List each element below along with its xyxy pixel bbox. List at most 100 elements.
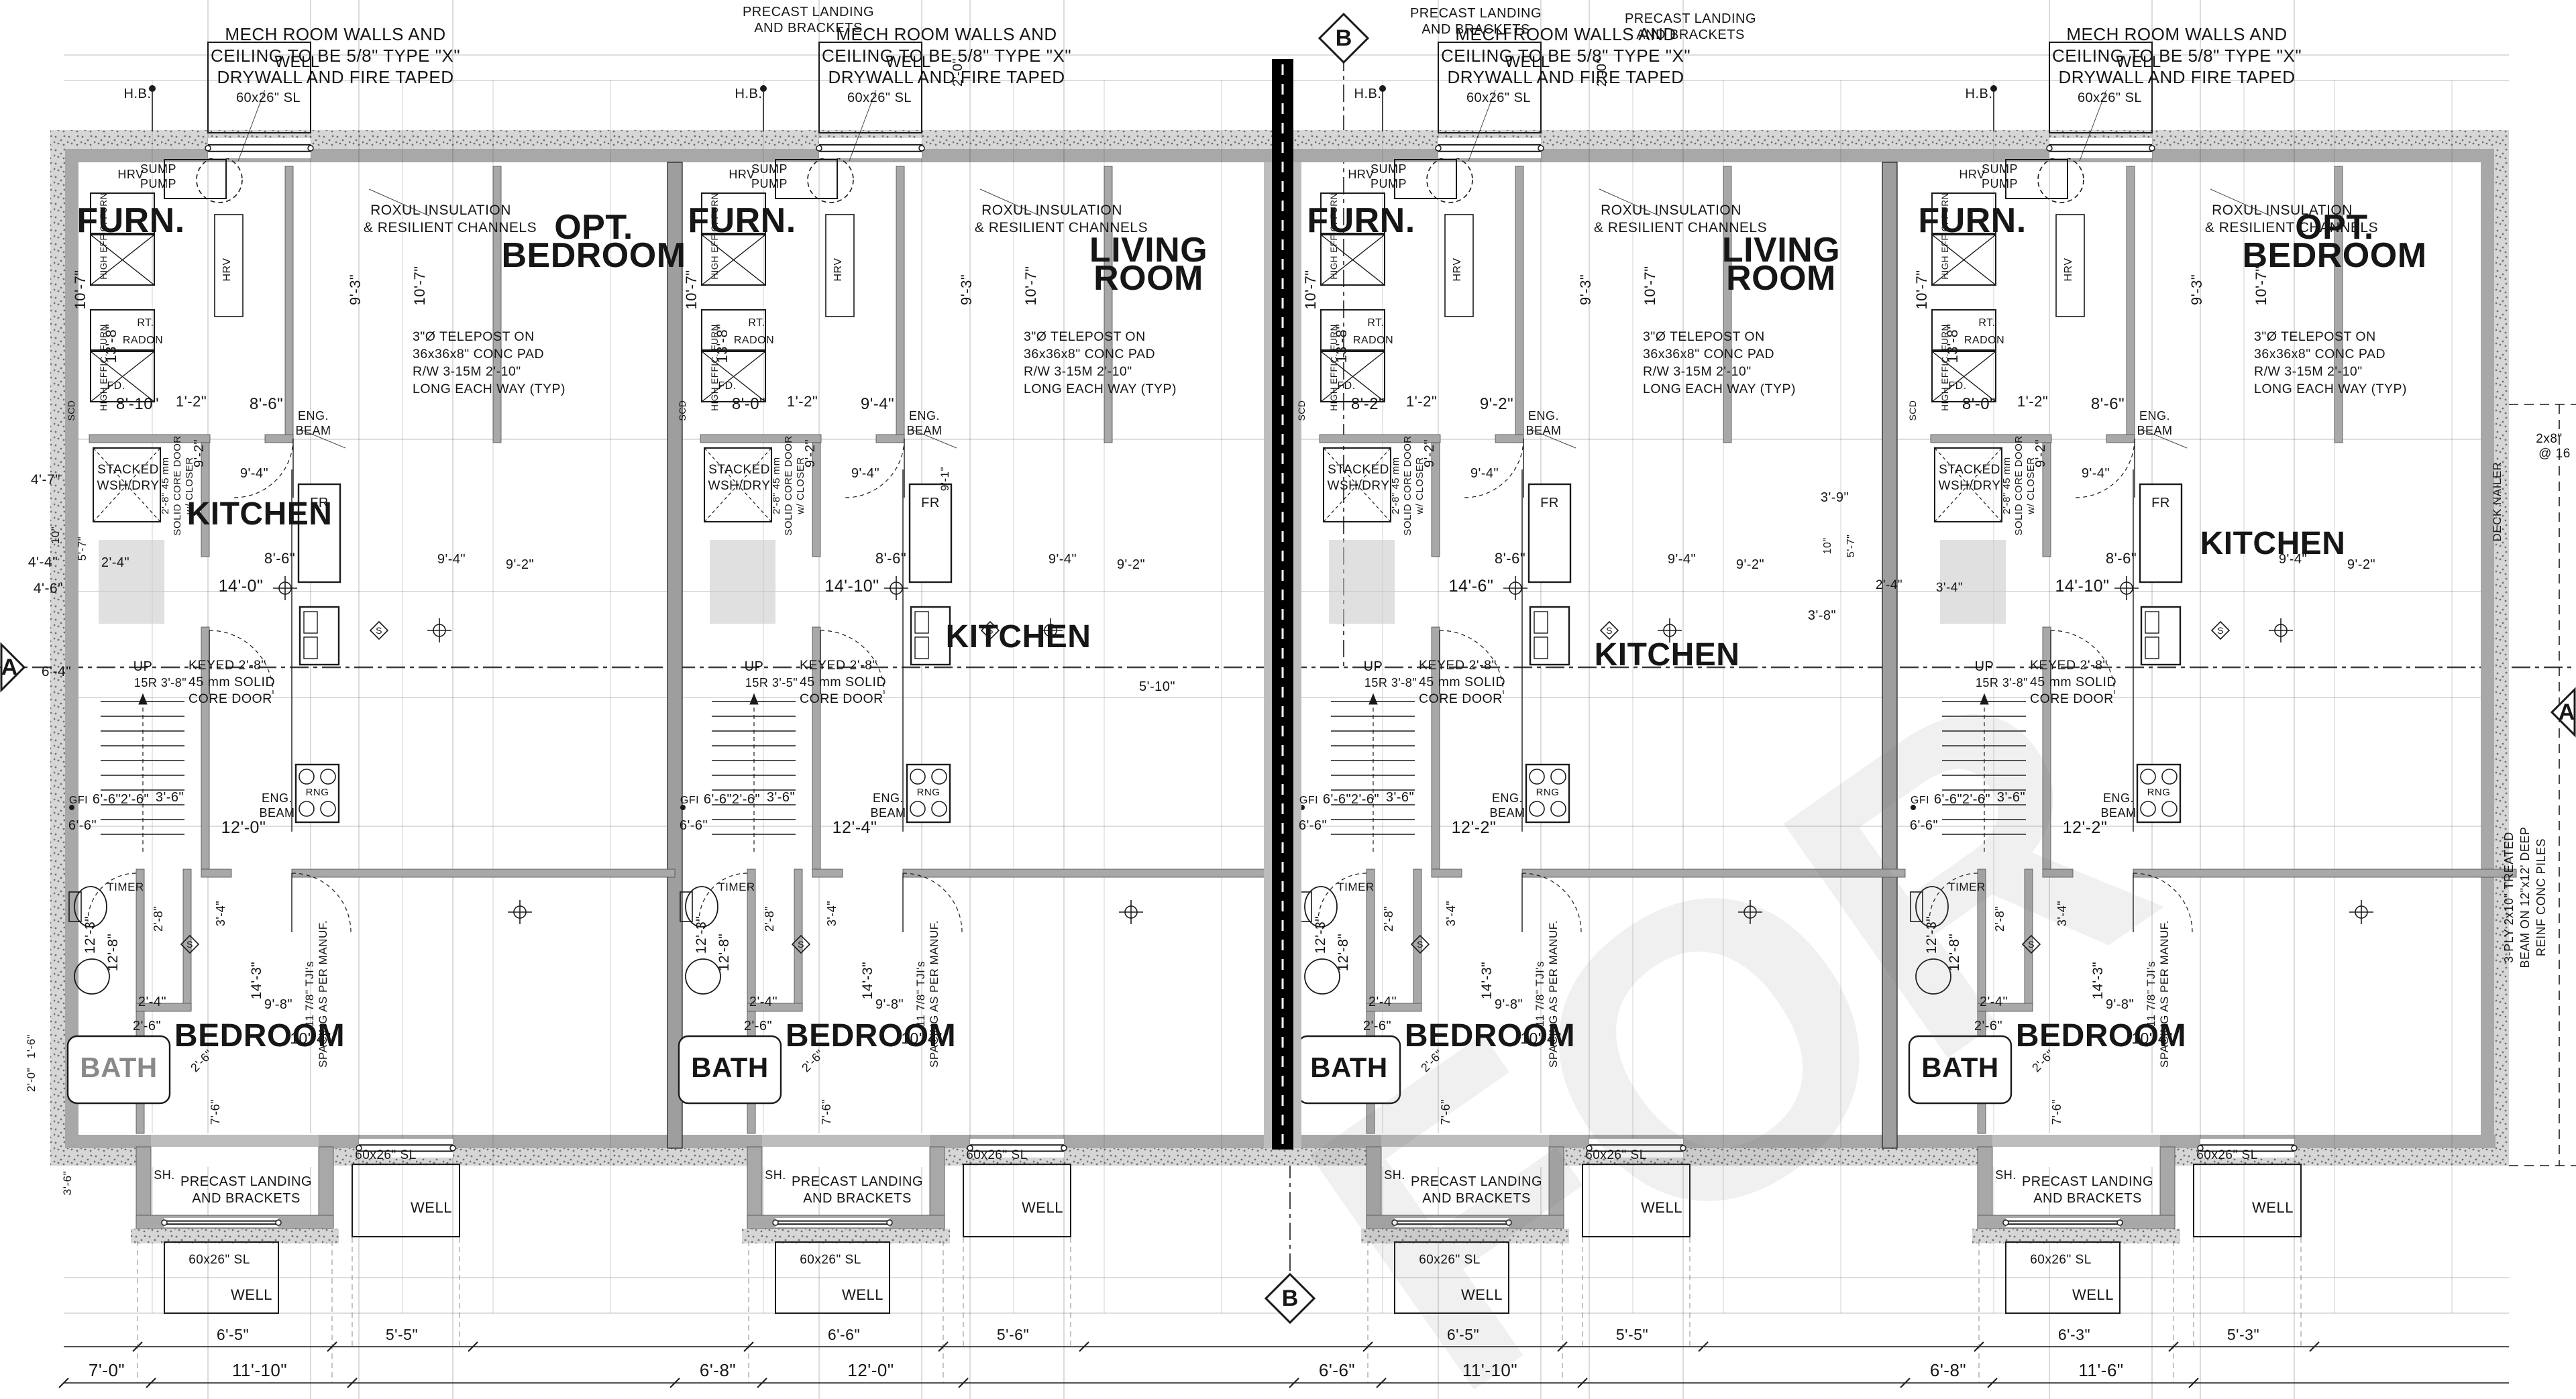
plan-path bbox=[1323, 447, 1391, 522]
unit-3-rt-label: RT. bbox=[1367, 317, 1384, 329]
unit-2-fd-label: FD. bbox=[718, 380, 736, 392]
plan-path bbox=[669, 1378, 680, 1388]
plan-rect bbox=[2005, 159, 2068, 199]
plan-rect bbox=[747, 1003, 803, 1012]
plan-circle bbox=[2161, 769, 2178, 785]
plan-path bbox=[749, 693, 759, 705]
unit-4-tp3-label: R/W 3-15M 2'-10" bbox=[2254, 364, 2363, 379]
plan-path bbox=[1079, 1341, 1089, 1352]
unit-1-tp1-label: 3"Ø TELEPOST ON bbox=[413, 329, 535, 344]
unit-4-he2-label: HIGH EFFIC. FURN bbox=[1940, 324, 1950, 411]
unit-4-room2a-label: OPT. bbox=[2295, 208, 2374, 247]
unit-2-mech1-label: MECH ROOM WALLS AND bbox=[836, 24, 1057, 44]
bathtub bbox=[1908, 1035, 2012, 1105]
plan-rect bbox=[2481, 149, 2494, 1135]
plan-path bbox=[902, 873, 963, 933]
plan-circle bbox=[910, 801, 926, 817]
unit-1-kitchen-label: KITCHEN bbox=[187, 496, 333, 532]
unit-3-sump1-label: SUMP bbox=[1371, 162, 1407, 176]
unit-4-rox1-label: ROXUL INSULATION bbox=[2212, 203, 2353, 218]
unit-2-d66b-label: 6'-6" bbox=[680, 818, 708, 833]
plan-rect bbox=[1319, 434, 1441, 443]
unit-2-key3-label: CORE DOOR bbox=[800, 691, 883, 706]
plan-rect bbox=[701, 309, 766, 351]
unit-1-d98-label: 9'-8" bbox=[264, 997, 292, 1012]
plan-rect bbox=[701, 351, 766, 402]
plan-rect bbox=[1934, 447, 2002, 522]
plan-rect bbox=[2494, 130, 2509, 1166]
unit-4-sl_top-label: 60x26" SL bbox=[2078, 91, 2142, 105]
plan-path bbox=[1376, 1378, 1387, 1388]
unit-1-sl_b2-label: 60x26" SL bbox=[355, 1148, 417, 1162]
unit-3-rox2-label: & RESILIENT CHANNELS bbox=[1594, 220, 1767, 235]
unit-1-tp2-label: 36x36x8" CONC PAD bbox=[413, 347, 544, 361]
plan-rect bbox=[1527, 483, 1572, 583]
plan-path bbox=[146, 1378, 156, 1388]
plan-circle bbox=[196, 156, 243, 203]
plan-rect bbox=[667, 162, 683, 1149]
unit-2-d93-label: 9'-3" bbox=[958, 274, 975, 305]
unit-2-d66a-label: 6'-6" bbox=[704, 792, 732, 807]
plan-rect bbox=[2145, 611, 2159, 634]
plan-rect bbox=[90, 234, 155, 286]
unit-2-well_top-label: WELL bbox=[885, 53, 930, 71]
plan-rect bbox=[1323, 447, 1391, 522]
unit-2-scd-label: SCD bbox=[677, 400, 688, 421]
unit-2-eng2b-label: BEAM bbox=[870, 806, 906, 820]
unit-3-dr1-label: 2'-8" 45 mm bbox=[1390, 457, 1401, 514]
plan-rect bbox=[264, 434, 294, 443]
unit-3-radon-label: RADON bbox=[1353, 335, 1393, 346]
unit-3-d66a-label: 6'-6" bbox=[1323, 792, 1351, 807]
plan-rect bbox=[492, 166, 502, 443]
plan-rect bbox=[1529, 606, 1570, 666]
unit-2-dimA2-label: 1'-2" bbox=[787, 393, 818, 410]
unit-4-d107a-label: 10'-7" bbox=[1913, 270, 1930, 309]
unit-3-tji2-label: SPACING AS PER MANUF. bbox=[1547, 920, 1560, 1068]
plan-rect bbox=[2006, 1218, 2120, 1227]
unit-3-kdim-label: 14'-6" bbox=[1449, 577, 1494, 596]
smoke-detector-label: S bbox=[1606, 625, 1613, 636]
plan-rect bbox=[1395, 1218, 1509, 1227]
plan-circle bbox=[1379, 85, 1386, 92]
plan-line bbox=[2141, 429, 2188, 449]
plan-rect bbox=[1438, 42, 1542, 133]
unit-2-radon-label: RADON bbox=[734, 335, 774, 346]
unit-3-d128-label: 12'-8" bbox=[1336, 934, 1351, 972]
unit-4-hrv2-label: HRV bbox=[2063, 258, 2074, 282]
global-annotation: 5'-7" bbox=[76, 537, 89, 561]
unit-3-furn-label: FURN. bbox=[1307, 201, 1415, 240]
plan-line bbox=[2079, 89, 2107, 162]
unit-2-d76-label: 7'-6" bbox=[820, 1099, 833, 1125]
unit-2-mech2-label: CEILING TO BE 5/8" TYPE "X" bbox=[822, 46, 1071, 66]
plan-path bbox=[180, 934, 200, 954]
plan-rect bbox=[2042, 442, 2051, 557]
plan-rect bbox=[680, 891, 693, 922]
unit-1-well_b1-label: WELL bbox=[231, 1286, 272, 1303]
unit-4-dimA2-label: 1'-2" bbox=[2017, 393, 2048, 410]
plan-rect bbox=[1394, 159, 1457, 199]
plan-rect bbox=[2005, 1241, 2121, 1314]
unit-2-gfi-label: GFI bbox=[680, 795, 699, 806]
unit-3-d36a-label: 3'-6" bbox=[1386, 790, 1414, 805]
plan-path bbox=[698, 873, 748, 922]
plan-line bbox=[910, 429, 957, 449]
unit-3-d92b-label: 9'-2" bbox=[1736, 557, 1764, 572]
unit-1-stk2-label: WSH/DRY bbox=[97, 479, 160, 493]
unit-4-d66a-label: 6'-6" bbox=[1934, 792, 1962, 807]
plan-rect bbox=[2139, 483, 2183, 583]
plan-line bbox=[299, 429, 346, 449]
unit-4-d28v-label: 2'-8" bbox=[1993, 906, 2006, 932]
plan-rect bbox=[1329, 540, 1395, 624]
unit-4-well_top-label: WELL bbox=[2116, 53, 2161, 71]
unit-2-tp1-label: 3"Ø TELEPOST ON bbox=[1024, 329, 1146, 344]
plan-rect bbox=[284, 166, 294, 443]
toilet bbox=[1304, 886, 1338, 928]
unit-2-dr2-label: SOLID CORE DOOR bbox=[783, 435, 794, 535]
plan-rect bbox=[352, 1164, 460, 1237]
plan-rect bbox=[1931, 192, 1996, 234]
unit-1-tp3-label: R/W 3-15M 2'-10" bbox=[413, 364, 521, 379]
plan-path bbox=[1987, 1378, 1998, 1388]
unit-3-r1a-label: 6'-5" bbox=[1447, 1326, 1479, 1343]
plan-rect bbox=[2055, 214, 2085, 317]
plan-rect bbox=[2049, 42, 2153, 133]
